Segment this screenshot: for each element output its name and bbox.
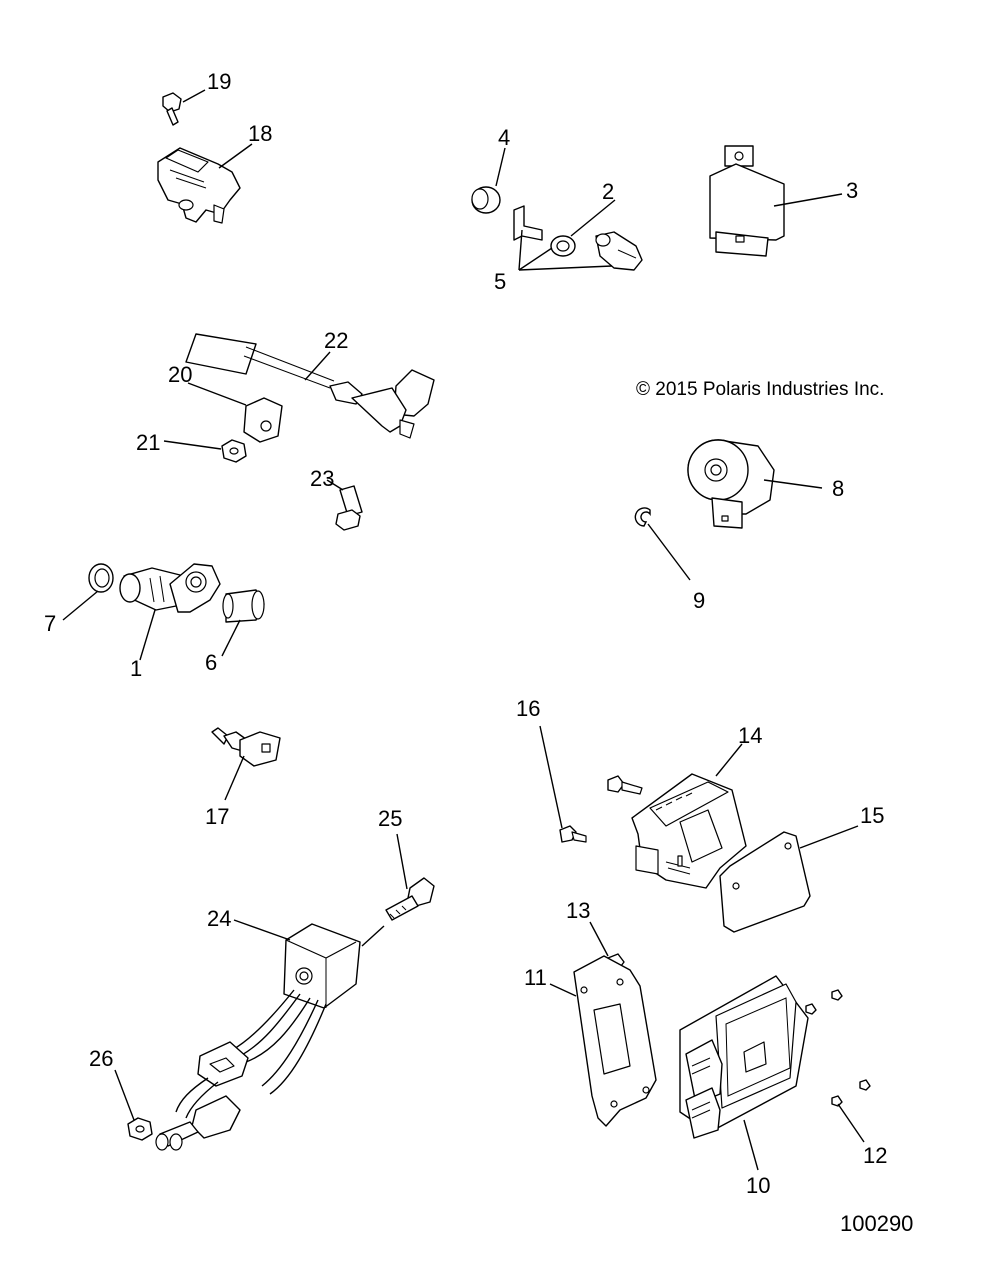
callout-13: 13 — [566, 898, 591, 923]
part-7-oring — [88, 563, 114, 593]
callout-16: 16 — [516, 696, 541, 721]
part-26-nut — [127, 1117, 153, 1141]
callout-19: 19 — [207, 69, 232, 94]
leader-21 — [163, 440, 222, 450]
part-10-ecu — [679, 975, 809, 1139]
leader-8 — [763, 479, 823, 489]
callout-1: 1 — [130, 656, 143, 681]
part-5-sensor — [595, 231, 643, 271]
part-3-relay — [709, 145, 785, 257]
leader-5a — [518, 229, 523, 271]
callout-15: 15 — [860, 803, 885, 828]
leader-18 — [218, 143, 253, 169]
callout-17: 17 — [205, 804, 230, 829]
callout-22: 22 — [324, 328, 349, 353]
callout-21: 21 — [136, 430, 161, 455]
leader-11 — [549, 983, 577, 997]
part-16-screw — [559, 825, 587, 843]
callout-14: 14 — [738, 723, 763, 748]
callout-6: 6 — [205, 650, 218, 675]
part-21-nut — [221, 439, 247, 463]
leader-17 — [224, 755, 245, 801]
callout-2: 2 — [602, 179, 615, 204]
leader-12 — [837, 1103, 865, 1143]
part-15-gasket — [719, 831, 811, 933]
callout-3: 3 — [846, 178, 859, 203]
part-4-cap — [471, 186, 501, 214]
part-6-sleeve — [222, 589, 265, 623]
leader-19 — [182, 89, 206, 103]
leader-24b — [361, 925, 385, 947]
callout-23: 23 — [310, 466, 335, 491]
part-25-bolt — [385, 877, 435, 921]
leader-22 — [304, 351, 331, 381]
leader-4 — [495, 147, 506, 187]
leader-5b — [518, 247, 553, 271]
leader-6 — [221, 619, 241, 657]
part-5-clip — [513, 205, 543, 241]
leader-20 — [187, 382, 247, 406]
leader-7 — [62, 590, 99, 621]
leader-1 — [139, 609, 156, 661]
callout-7: 7 — [44, 611, 57, 636]
leader-15 — [799, 825, 859, 849]
leader-9 — [647, 523, 691, 581]
leader-26 — [114, 1069, 135, 1121]
leader-25 — [396, 833, 408, 890]
callout-12: 12 — [863, 1143, 888, 1168]
leader-24 — [233, 919, 291, 941]
callout-18: 18 — [248, 121, 273, 146]
part-1-cam-sensor — [119, 563, 221, 613]
callout-24: 24 — [207, 906, 232, 931]
part-19-bolt — [162, 92, 182, 126]
callout-11: 11 — [524, 965, 547, 990]
part-17-temp-sensor — [211, 727, 281, 767]
callout-5: 5 — [494, 269, 507, 294]
leader-3 — [773, 193, 843, 207]
leader-14 — [715, 743, 743, 777]
part-9-clip — [634, 507, 651, 527]
part-20-bracket — [243, 397, 283, 443]
part-14-screw — [607, 775, 643, 795]
callout-4: 4 — [498, 125, 511, 150]
callout-26: 26 — [89, 1046, 114, 1071]
leader-10 — [743, 1119, 759, 1171]
part-23-bolt — [335, 485, 363, 531]
callout-25: 25 — [378, 806, 403, 831]
part-12-screws — [805, 989, 871, 1107]
figure-number: 100290 — [840, 1211, 914, 1236]
leader-5c — [518, 265, 613, 271]
part-24-module — [283, 923, 361, 1009]
callout-9: 9 — [693, 588, 706, 613]
part-11-bracket — [573, 955, 657, 1127]
callout-8: 8 — [832, 476, 845, 501]
leader-16 — [539, 725, 563, 829]
part-24-harness — [155, 989, 327, 1151]
copyright-notice: © 2015 Polaris Industries Inc. — [636, 379, 885, 400]
leader-13 — [589, 921, 609, 957]
leader-2 — [570, 199, 616, 237]
leader-23 — [326, 479, 344, 491]
part-14-housing — [631, 773, 747, 889]
part-22-speed-sensor — [185, 333, 435, 439]
part-2-washer — [550, 235, 576, 257]
callout-10: 10 — [746, 1173, 771, 1198]
part-18-map-sensor — [157, 147, 241, 224]
part-8-knock-sensor — [687, 439, 775, 529]
callout-20: 20 — [168, 362, 193, 387]
